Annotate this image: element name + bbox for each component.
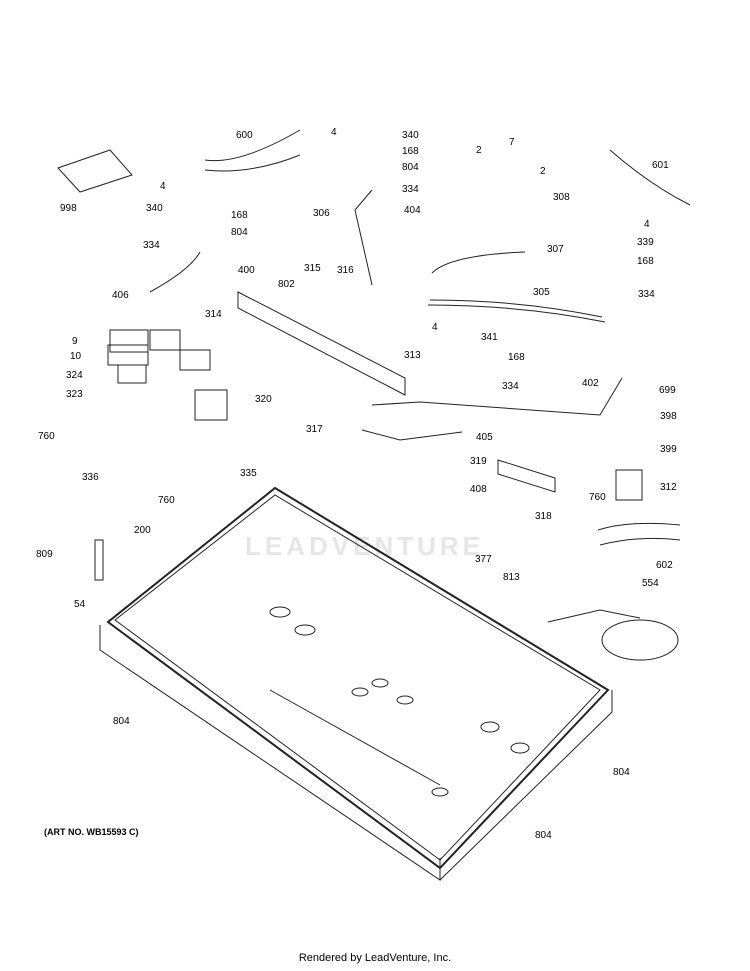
callout-760: 760 <box>38 431 55 442</box>
callout-760-right: 760 <box>589 492 606 503</box>
callout-4: 4 <box>160 181 166 192</box>
callout-308: 308 <box>553 192 570 203</box>
callout-404: 404 <box>404 205 421 216</box>
callout-602: 602 <box>656 560 673 571</box>
callout-406: 406 <box>112 290 129 301</box>
callout-4-right: 4 <box>644 219 650 230</box>
callout-323: 323 <box>66 389 83 400</box>
callout-340: 340 <box>146 203 163 214</box>
callout-405: 405 <box>476 432 493 443</box>
callout-314: 314 <box>205 309 222 320</box>
cooktop-pan <box>114 494 601 861</box>
callout-2-right: 2 <box>540 166 546 177</box>
callout-340-top: 340 <box>402 130 419 141</box>
callout-804-left: 804 <box>113 716 130 727</box>
callout-54: 54 <box>74 599 86 610</box>
callout-341: 341 <box>481 332 498 343</box>
callout-307: 307 <box>547 244 564 255</box>
callout-377: 377 <box>475 554 492 565</box>
callout-319: 319 <box>470 456 487 467</box>
callout-804-right: 804 <box>613 767 630 778</box>
callout-699: 699 <box>659 385 676 396</box>
callout-400: 400 <box>238 265 255 276</box>
callout-320: 320 <box>255 394 272 405</box>
callout-4-top: 4 <box>331 127 337 138</box>
callout-317: 317 <box>306 424 323 435</box>
art-number: (ART NO. WB15593 C) <box>44 827 139 837</box>
callout-408: 408 <box>470 484 487 495</box>
callout-200: 200 <box>134 525 151 536</box>
watermark-text: LEADVENTURE <box>245 531 484 561</box>
callout-600: 600 <box>236 130 253 141</box>
callout-813: 813 <box>503 572 520 583</box>
callout-804-top: 804 <box>402 162 419 173</box>
callout-760-mid: 760 <box>158 495 175 506</box>
callout-316: 316 <box>337 265 354 276</box>
callout-7: 7 <box>509 137 515 148</box>
callout-802: 802 <box>278 279 295 290</box>
callout-334-mid: 334 <box>502 381 519 392</box>
callout-313: 313 <box>404 350 421 361</box>
callout-168-right: 168 <box>637 256 654 267</box>
callout-399: 399 <box>660 444 677 455</box>
callout-306: 306 <box>313 208 330 219</box>
callout-601: 601 <box>652 160 669 171</box>
callout-402: 402 <box>582 378 599 389</box>
callout-168-left: 168 <box>231 210 248 221</box>
callout-336: 336 <box>82 472 99 483</box>
callout-324: 324 <box>66 370 83 381</box>
callout-10: 10 <box>70 351 82 362</box>
callout-168-mid: 168 <box>508 352 525 363</box>
callout-998: 998 <box>60 203 77 214</box>
callout-9: 9 <box>72 336 78 347</box>
callout-312: 312 <box>660 482 677 493</box>
callout-168-top: 168 <box>402 146 419 157</box>
footer-credit: Rendered by LeadVenture, Inc. <box>298 952 452 964</box>
drawing <box>57 129 691 881</box>
callout-554: 554 <box>642 578 659 589</box>
manifold-bar <box>237 291 406 396</box>
callout-4-mid: 4 <box>432 322 438 333</box>
callout-315: 315 <box>304 263 321 274</box>
callout-809: 809 <box>36 549 53 560</box>
callout-334-right: 334 <box>638 289 655 300</box>
callout-804-upper-left: 804 <box>231 227 248 238</box>
callout-305: 305 <box>533 287 550 298</box>
callout-339: 339 <box>637 237 654 248</box>
callout-335: 335 <box>240 468 257 479</box>
callout-2: 2 <box>476 145 482 156</box>
callout-334: 334 <box>143 240 160 251</box>
callout-804-bottom: 804 <box>535 830 552 841</box>
callout-labels: 998 600 4 340 334 406 9 10 324 323 760 3… <box>36 127 677 841</box>
callout-334-top: 334 <box>402 184 419 195</box>
callout-398: 398 <box>660 411 677 422</box>
callout-318: 318 <box>535 511 552 522</box>
